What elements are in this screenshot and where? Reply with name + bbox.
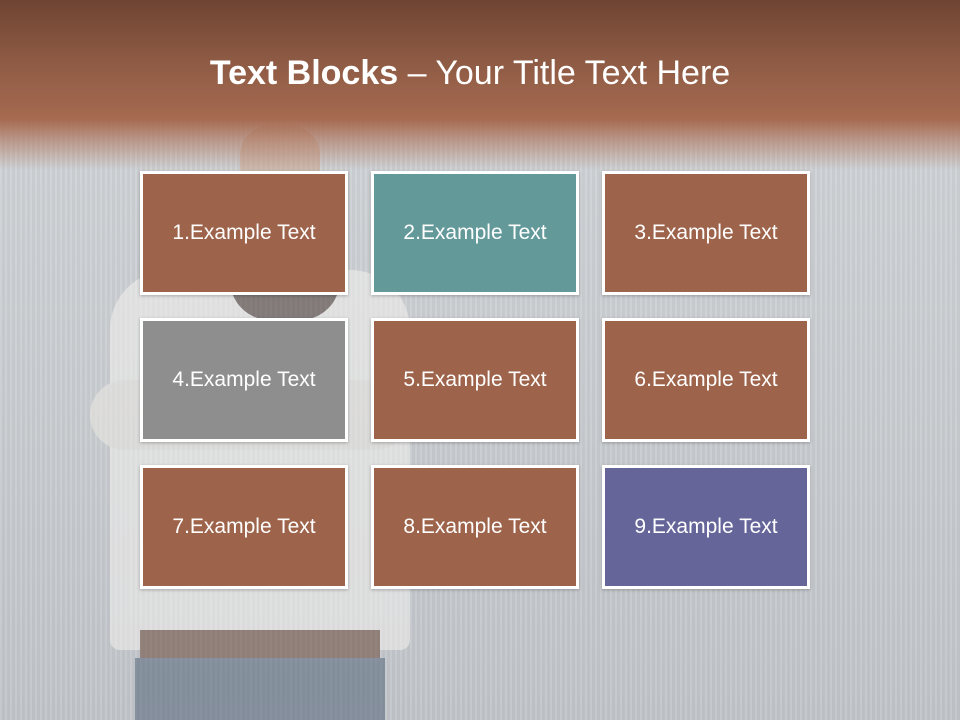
text-block-label: 9.Example Text bbox=[634, 515, 778, 538]
text-block-6[interactable]: 6.Example Text bbox=[602, 318, 810, 442]
text-block-4[interactable]: 4.Example Text bbox=[140, 318, 348, 442]
title-dash: – bbox=[398, 54, 436, 92]
text-block-label: 5.Example Text bbox=[403, 368, 547, 391]
text-block-label: 1.Example Text bbox=[172, 221, 316, 244]
text-block-1[interactable]: 1.Example Text bbox=[140, 171, 348, 295]
title-bold: Text Blocks bbox=[209, 54, 399, 92]
text-block-label: 2.Example Text bbox=[403, 221, 547, 244]
text-block-3[interactable]: 3.Example Text bbox=[602, 171, 810, 295]
text-block-2[interactable]: 2.Example Text bbox=[371, 171, 579, 295]
text-block-label: 7.Example Text bbox=[172, 515, 316, 538]
title-rest: Your Title Text Here bbox=[435, 54, 731, 92]
text-block-label: 3.Example Text bbox=[634, 221, 778, 244]
text-block-7[interactable]: 7.Example Text bbox=[140, 465, 348, 589]
header-band bbox=[0, 0, 960, 170]
text-block-9[interactable]: 9.Example Text bbox=[602, 465, 810, 589]
text-block-label: 8.Example Text bbox=[403, 515, 547, 538]
text-block-8[interactable]: 8.Example Text bbox=[371, 465, 579, 589]
text-block-5[interactable]: 5.Example Text bbox=[371, 318, 579, 442]
text-block-label: 6.Example Text bbox=[634, 368, 778, 391]
slide-title: Text Blocks – Your Title Text Here bbox=[0, 54, 940, 93]
text-block-label: 4.Example Text bbox=[172, 368, 316, 391]
